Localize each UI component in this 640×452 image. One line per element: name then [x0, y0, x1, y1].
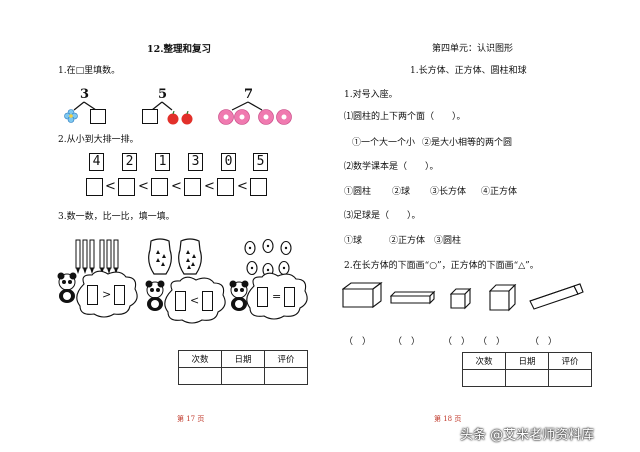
option: ③长方体	[430, 187, 467, 197]
r-q2-instruction: 2.在长方体的下面画“○”，正方体的下面画“△”。	[344, 261, 539, 271]
table-cell[interactable]	[548, 369, 592, 387]
compare-sign: >	[102, 288, 112, 301]
table-cell[interactable]	[264, 367, 308, 385]
q2-instruction: 2.从小到大排一排。	[58, 135, 139, 145]
thought-cloud: <	[162, 276, 230, 330]
table-cell[interactable]	[505, 369, 549, 387]
compare-box[interactable]	[87, 285, 98, 305]
blue-flower-icon	[64, 108, 78, 127]
pencils-icon	[72, 236, 120, 280]
apple-icon	[166, 110, 196, 129]
option: ③圆柱	[434, 236, 462, 246]
split-lines	[73, 101, 97, 111]
cuboid-shape	[341, 280, 384, 314]
number-split-7: 7	[218, 88, 298, 128]
r-q1-instruction: 1.对号入座。	[344, 90, 398, 100]
split-number: 5	[158, 87, 168, 102]
compare-box[interactable]	[175, 291, 186, 311]
option: ①圆柱	[344, 187, 372, 197]
answer-paren[interactable]: （ ）	[478, 337, 506, 347]
order-box[interactable]	[217, 178, 234, 196]
option: ④正方体	[481, 187, 518, 197]
page-number: 第 17 页	[177, 415, 205, 423]
small-cube-shape	[449, 287, 472, 314]
split-number: 3	[80, 87, 90, 102]
table-cell[interactable]	[221, 367, 265, 385]
order-box[interactable]	[250, 178, 267, 196]
number-card: 3	[188, 153, 203, 171]
compare-sign: <	[190, 294, 200, 307]
panda-icon	[56, 272, 78, 308]
grading-table: 次数 日期 评价	[462, 352, 592, 387]
answer-paren[interactable]: （ ）	[393, 337, 421, 347]
order-box[interactable]	[151, 178, 168, 196]
cube-shape	[488, 283, 517, 316]
table-cell[interactable]	[462, 369, 506, 387]
compare-sign: =	[272, 290, 282, 303]
order-box[interactable]	[118, 178, 135, 196]
option: ②是大小相等的两个圆	[422, 138, 513, 148]
pink-flower-icon	[218, 108, 300, 130]
number-card: 0	[221, 153, 236, 171]
number-split-5: 5	[140, 88, 200, 128]
compare-box[interactable]	[202, 291, 213, 311]
number-split-3: 3	[62, 88, 122, 128]
panda-icon	[228, 280, 250, 316]
r-q1-3: ⑶足球是（ ）。	[344, 211, 421, 221]
thought-cloud: >	[74, 270, 142, 324]
answer-box[interactable]	[142, 109, 158, 124]
answer-paren[interactable]: （ ）	[344, 337, 372, 347]
balloons-icon	[240, 238, 302, 284]
table-header-date: 日期	[505, 352, 549, 370]
table-header-rating: 评价	[264, 350, 308, 368]
table-header-count: 次数	[462, 352, 506, 370]
grading-table: 次数 日期 评价	[178, 350, 308, 385]
compare-box[interactable]	[114, 285, 125, 305]
option: ①一个大一个小	[352, 138, 416, 148]
page-number: 第 18 页	[434, 415, 462, 423]
thought-cloud: =	[244, 272, 312, 326]
less-than-sign: <	[237, 179, 248, 194]
option: ②正方体	[389, 236, 426, 246]
order-box[interactable]	[86, 178, 103, 196]
less-than-sign: <	[171, 179, 182, 194]
table-header-date: 日期	[221, 350, 265, 368]
answer-paren[interactable]: （ ）	[443, 337, 471, 347]
r-q1-2: ⑵数学课本是（ ）。	[344, 162, 439, 172]
section-title: 1.长方体、正方体、圆柱和球	[410, 66, 527, 76]
panda-icon	[144, 280, 166, 316]
unit-title: 第四单元：认识图形	[432, 44, 514, 54]
long-cuboid-shape	[389, 290, 436, 310]
split-lines	[151, 101, 173, 111]
compare-box[interactable]	[257, 287, 268, 307]
option: ②球	[392, 187, 411, 197]
order-box[interactable]	[184, 178, 201, 196]
number-card: 2	[122, 153, 137, 171]
table-header-count: 次数	[178, 350, 222, 368]
table-header-rating: 评价	[548, 352, 592, 370]
answer-box[interactable]	[90, 109, 106, 124]
vases-icon	[146, 236, 208, 282]
slanted-cuboid-shape	[528, 281, 584, 315]
r-q1-1: ⑴圆柱的上下两个面（ ）。	[344, 112, 466, 122]
less-than-sign: <	[204, 179, 215, 194]
less-than-sign: <	[138, 179, 149, 194]
split-number: 7	[244, 87, 254, 102]
number-card: 1	[155, 153, 170, 171]
number-card: 4	[89, 153, 104, 171]
option: ①球	[344, 236, 363, 246]
left-page-title: 12.整理和复习	[147, 44, 212, 55]
watermark: 头条 @艾米老师资料库	[460, 428, 595, 443]
q1-instruction: 1.在□里填数。	[58, 66, 121, 76]
table-cell[interactable]	[178, 367, 222, 385]
split-lines	[231, 101, 263, 111]
q3-instruction: 3.数一数，比一比，填一填。	[58, 212, 175, 222]
compare-box[interactable]	[284, 287, 295, 307]
number-card: 5	[253, 153, 268, 171]
less-than-sign: <	[105, 179, 116, 194]
answer-paren[interactable]: （ ）	[530, 337, 558, 347]
